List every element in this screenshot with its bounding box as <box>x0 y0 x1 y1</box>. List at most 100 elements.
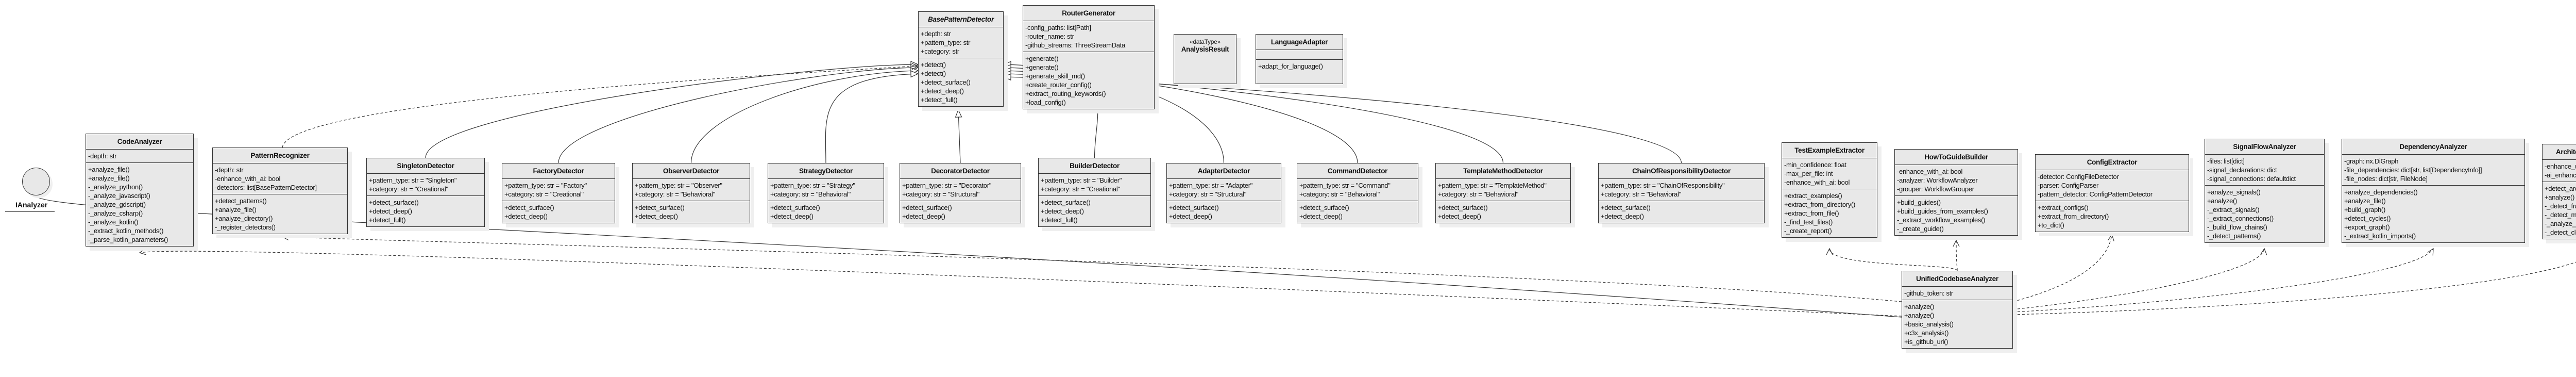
class-name: HowToGuideBuilder <box>1924 153 1988 161</box>
attribute: -signal_declarations: dict <box>2207 166 2277 174</box>
class-config-extractor[interactable]: ConfigExtractor-detector: ConfigFileDete… <box>2035 154 2189 232</box>
class-name: BasePatternDetector <box>928 15 994 23</box>
class-header: DependencyAnalyzer <box>2342 139 2524 155</box>
methods-section: +detect_surface()+detect_deep() <box>1167 201 1281 223</box>
class-name: ConfigExtractor <box>2087 158 2138 166</box>
attribute: +pattern_type: str <box>921 39 971 46</box>
stereotype-label: «dataType» <box>1190 38 1221 45</box>
attribute: +category: str = "Behavioral" <box>1299 190 1380 198</box>
class-analysis-result[interactable]: «dataType»AnalysisResult <box>1174 34 1236 84</box>
methods-section: +detect_surface()+detect_deep()+detect_f… <box>367 196 484 226</box>
methods-section: +detect_surface()+detect_deep() <box>1599 201 1764 223</box>
method: +export_graph() <box>2344 223 2390 231</box>
attribute: +category: str = "Behavioral" <box>770 190 851 198</box>
class-language-adapter[interactable]: LanguageAdapter+adapt_for_language() <box>1256 34 1343 84</box>
method: +detect_surface() <box>1601 204 1651 211</box>
method: +detect_surface() <box>1041 199 1091 206</box>
method: +analyze_signals() <box>2207 188 2261 196</box>
class-decorator-detector[interactable]: DecoratorDetector+pattern_type: str = "D… <box>900 163 1021 223</box>
method: +build_graph() <box>2344 206 2385 214</box>
class-chain-of-responsibility-detector[interactable]: ChainOfResponsibilityDetector +pattern_ty… <box>1598 163 1765 223</box>
class-base-pattern-detector[interactable]: BasePatternDetector +depth: str+pattern_t… <box>918 11 1004 107</box>
method: +detect_architecture() <box>2545 185 2576 192</box>
attributes-section: -depth: str <box>86 150 193 163</box>
method: -_analyze_python() <box>88 183 143 191</box>
class-unified-codebase-analyzer[interactable]: UnifiedCodebaseAnalyzer -github_token: st… <box>1902 271 2013 349</box>
class-dependency-analyzer[interactable]: DependencyAnalyzer-graph: nx.DiGraph-fil… <box>2342 139 2525 243</box>
method: +generate() <box>1025 55 1059 62</box>
method: +detect_deep() <box>1438 212 1481 220</box>
attribute: +pattern_type: str = "Singleton" <box>369 176 457 184</box>
class-header: CommandDetector <box>1297 163 1418 179</box>
class-factory-detector[interactable]: FactoryDetector+pattern_type: str = "Fac… <box>502 163 615 223</box>
attribute: +pattern_type: str = "ChainOfResponsibil… <box>1601 182 1725 189</box>
method: -_extract_connections() <box>2207 215 2274 222</box>
class-how-to-guide-builder[interactable]: HowToGuideBuilder-enhance_with_ai: bool-… <box>1894 149 2018 236</box>
class-observer-detector[interactable]: ObserverDetector+pattern_type: str = "Ob… <box>632 163 750 223</box>
class-header: SingletonDetector <box>367 158 484 174</box>
attribute: +pattern_type: str = "TemplateMethod" <box>1438 182 1547 189</box>
class-name: BuilderDetector <box>1070 162 1120 170</box>
attributes-section: +depth: str+pattern_type: str+category: … <box>919 27 1003 58</box>
class-router-generator[interactable]: RouterGenerator-config_paths: list[Path]… <box>1023 5 1155 109</box>
dependency-edge <box>282 66 918 148</box>
class-signal-flow-analyzer[interactable]: SignalFlowAnalyzer-files: list[dict]-sig… <box>2205 139 2325 243</box>
method: +detect_deep() <box>1169 212 1212 220</box>
attribute: +depth: str <box>921 30 951 38</box>
methods-section: +detect_surface()+detect_deep() <box>900 201 1021 223</box>
class-command-detector[interactable]: CommandDetector +pattern_type: str = "Com… <box>1297 163 1418 223</box>
attributes-section: +pattern_type: str = "Decorator"+categor… <box>900 179 1021 201</box>
class-strategy-detector[interactable]: StrategyDetector +pattern_type: str = "St… <box>768 163 884 223</box>
method: +analyze() <box>1904 312 1935 319</box>
inheritance-edge <box>825 74 918 163</box>
class-test-example-extractor[interactable]: TestExampleExtractor -min_confidence: flo… <box>1782 142 1877 238</box>
class-header: StrategyDetector <box>768 163 884 179</box>
attribute: -min_confidence: float <box>1784 161 1846 169</box>
method: +analyze() <box>1904 303 1935 310</box>
class-builder-detector[interactable]: BuilderDetector+pattern_type: str = "Bui… <box>1038 158 1151 227</box>
attribute: +pattern_type: str = "Adapter" <box>1169 182 1253 189</box>
methods-section: +detect_surface()+detect_deep() <box>633 201 750 223</box>
attribute: +pattern_type: str = "Command" <box>1299 182 1391 189</box>
class-architectural-pattern-detector[interactable]: ArchitecturalPatternDetector-enhance_wit… <box>2542 144 2576 239</box>
class-template-method-detector[interactable]: TemplateMethodDetector+pattern_type: str… <box>1435 163 1571 223</box>
method: +analyze_file() <box>88 166 130 173</box>
attribute: +category: str = "Behavioral" <box>1438 190 1518 198</box>
class-name: LanguageAdapter <box>1270 38 1328 46</box>
class-name: StrategyDetector <box>799 167 853 175</box>
method: +create_router_config() <box>1025 81 1092 89</box>
attributes-section: +pattern_type: str = "TemplateMethod"+ca… <box>1436 179 1570 201</box>
method: +extract_routing_keywords() <box>1025 90 1106 97</box>
attributes-section: +pattern_type: str = "ChainOfResponsibil… <box>1599 179 1764 201</box>
method: +analyze_file() <box>215 206 257 214</box>
attributes-section: -depth: str-enhance_with_ai: bool-detect… <box>213 163 347 194</box>
class-pattern-recognizer[interactable]: PatternRecognizer-depth: str-enhance_wit… <box>212 147 348 234</box>
class-name: ObserverDetector <box>663 167 720 175</box>
method: +extract_from_directory() <box>2038 212 2109 220</box>
class-name: UnifiedCodebaseAnalyzer <box>1916 275 1998 283</box>
methods-section: +detect_architecture()+analyze()-_detect… <box>2543 182 2576 239</box>
class-header: ChainOfResponsibilityDetector <box>1599 163 1764 179</box>
method: -_extract_workflow_examples() <box>1897 216 1986 224</box>
attribute: -github_token: str <box>1904 289 1954 297</box>
attributes-section: +pattern_type: str = "Singleton"+categor… <box>367 174 484 196</box>
attribute: -detectors: list[BasePatternDetector] <box>215 184 317 191</box>
class-adapter-detector[interactable]: AdapterDetector +pattern_type: str = "Ada… <box>1166 163 1281 223</box>
class-name: SingletonDetector <box>397 162 454 170</box>
method: +detect_deep() <box>369 207 412 215</box>
method: +extract_from_file() <box>1784 209 1839 217</box>
class-name: CodeAnalyzer <box>117 138 162 145</box>
attribute: +category: str <box>921 47 959 55</box>
method: +detect_deep() <box>1601 212 1644 220</box>
attribute: +category: str = "Creational" <box>1041 185 1120 193</box>
class-header: BuilderDetector <box>1039 158 1150 174</box>
method: -_create_report() <box>1784 227 1832 235</box>
class-name: AdapterDetector <box>1197 167 1250 175</box>
attribute: +pattern_type: str = "Strategy" <box>770 182 855 189</box>
class-name: TestExampleExtractor <box>1794 146 1865 154</box>
class-code-analyzer[interactable]: CodeAnalyzer-depth: str+analyze_file()+a… <box>86 134 194 247</box>
method: +detect_surface() <box>504 204 554 211</box>
attribute: -config_paths: list[Path] <box>1025 24 1091 31</box>
dependency-edge <box>140 251 1902 317</box>
class-singleton-detector[interactable]: SingletonDetector +pattern_type: str = "S… <box>366 158 485 227</box>
